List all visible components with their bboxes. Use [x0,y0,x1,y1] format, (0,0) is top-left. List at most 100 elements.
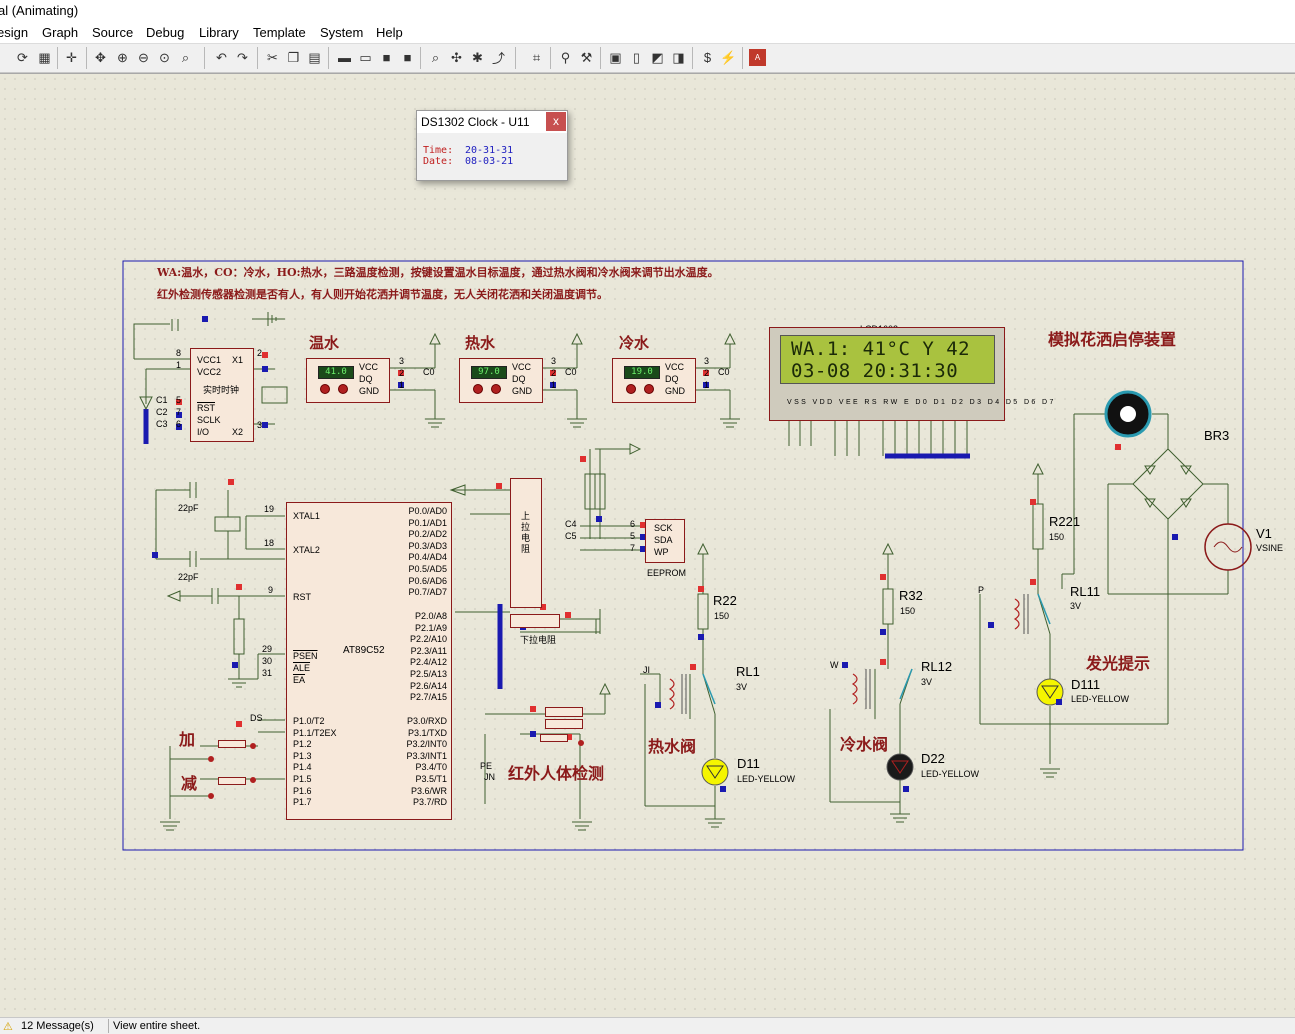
net-label-p: P [978,585,985,595]
sensor-hot[interactable]: 97.0 VCC DQ GND [459,358,543,403]
pin-label: X2 [232,427,244,437]
sensor-increment-button[interactable] [644,384,654,394]
menu-design[interactable]: esign [0,25,29,40]
mcu-chip[interactable]: XTAL1 XTAL2 RST PSEN ALE EA AT89C52 P0.0… [286,502,452,820]
property-tool-icon[interactable]: ⚒ [580,49,593,65]
ares-icon[interactable]: A [749,49,766,66]
zoom-all-icon[interactable]: ⊙ [159,49,170,65]
paste-icon[interactable]: ▤ [308,49,321,65]
ir-sensor-switch[interactable] [540,734,568,742]
schematic-wires [122,260,1252,851]
add-button[interactable] [218,740,246,748]
pin-number: 19 [264,504,275,514]
pin-number: 8 [176,348,182,358]
menu-system[interactable]: System [320,25,364,40]
pin-number: 31 [262,668,273,678]
status-separator [108,1019,109,1033]
new-sheet-icon[interactable]: ▣ [609,49,622,65]
sensor-cold[interactable]: 19.0 VCC DQ GND [612,358,696,403]
pin-label: GND [359,386,379,396]
pin-label: P2.5/A13 [409,668,447,679]
net-label: JN [484,772,495,782]
pin-number: 9 [268,585,274,595]
zoom-out-icon[interactable]: ⊖ [138,49,149,65]
wire-autorouter-icon[interactable]: ⌗ [532,49,541,65]
add-button-label: 加 [179,730,196,749]
electrical-check-icon[interactable]: ⚡ [720,49,737,65]
zoom-in-icon[interactable]: ⊕ [117,49,128,65]
date-value: 08-03-21 [465,156,514,167]
net-label: C3 [156,419,168,429]
pin-label: VCC [359,362,379,372]
ds1302-window-caption[interactable]: DS1302 Clock - U11 x [417,111,567,133]
block-delete-icon[interactable]: ■ [403,50,412,65]
menu-help[interactable]: Help [376,25,403,40]
pin-number: 5 [630,531,636,541]
undo-icon[interactable]: ↶ [216,49,227,65]
pin-label: P1.6 [293,785,312,796]
redo-icon[interactable]: ↷ [237,49,248,65]
make-device-icon[interactable]: ✣ [451,49,462,65]
menu-template[interactable]: Template [253,25,306,40]
exit-parent-icon[interactable]: ◩ [651,49,664,65]
cut-icon[interactable]: ✂ [267,49,278,65]
sensor-warm[interactable]: 41.0 VCC DQ GND [306,358,390,403]
origin-icon[interactable]: ✛ [66,49,77,65]
copy-icon[interactable]: ❐ [287,49,300,65]
remove-sheet-icon[interactable]: ▯ [632,49,641,65]
pin-label: ALE [293,663,311,673]
menu-debug[interactable]: Debug [146,25,185,40]
warning-icon[interactable]: ⚠ [3,1021,13,1033]
pullup-pack[interactable]: 上拉电阻 [510,478,542,608]
sensor-increment-button[interactable] [338,384,348,394]
pan-icon[interactable]: ✥ [95,49,106,65]
pin-label: RST [293,592,311,602]
grid-icon[interactable]: ▦ [38,49,51,65]
zoom-area-icon[interactable]: ⌕ [181,49,190,65]
eeprom-chip[interactable]: SCK SDA WP [645,519,685,563]
search-tag-icon[interactable]: ⚲ [560,49,571,65]
menu-library[interactable]: Library [199,25,239,40]
rl11-value: 3V [1070,601,1082,611]
pin-label: P3.7/RD [412,797,447,808]
block-rotate-icon[interactable]: ■ [382,50,391,65]
goto-sheet-icon[interactable]: ◨ [672,49,685,65]
pin-label: P0.4/AD4 [408,552,447,563]
pin-label: P3.4/T0 [415,762,447,773]
status-hint: View entire sheet. [113,1020,201,1032]
block-copy-icon[interactable]: ▬ [338,50,351,65]
ds1302-clock-window[interactable]: DS1302 Clock - U11 x Time: 20-31-31 Date… [416,110,568,181]
sub-button[interactable] [218,777,246,785]
mcu-name: AT89C52 [343,645,385,656]
menu-graph[interactable]: Graph [42,25,79,40]
menu-source[interactable]: Source [92,25,134,40]
refresh-icon[interactable]: ⟳ [17,49,28,65]
pin-number: 2 [399,368,405,378]
pick-device-icon[interactable]: ⌕ [431,49,440,65]
net-label: C0 [423,367,435,377]
ir-resistor-2[interactable] [545,719,583,729]
decompose-icon[interactable]: ⤴ [491,51,505,66]
sensor-decrement-button[interactable] [626,384,636,394]
rtc-chip[interactable]: VCC1 VCC2 X1 实时时钟 RST SCLK I/O X2 [190,348,254,442]
block-move-icon[interactable]: ▭ [359,49,372,65]
pin-label: XTAL2 [293,545,320,555]
ir-resistor-1[interactable] [545,707,583,717]
pin-label: RST [197,403,215,413]
pin-label: P2.7/A15 [409,692,447,703]
sensor-decrement-button[interactable] [473,384,483,394]
pin-label: SDA [654,535,673,545]
sensor-decrement-button[interactable] [320,384,330,394]
message-count[interactable]: 12 Message(s) [21,1020,94,1032]
toolbar-separator [550,47,551,69]
packaging-icon[interactable]: ✱ [472,49,483,65]
sensor-increment-button[interactable] [491,384,501,394]
close-icon[interactable]: x [546,112,566,131]
schematic-canvas[interactable]: WA:温水，CO：冷水，HO:热水，三路温度检测，按键设置温水目标温度，通过热水… [0,73,1295,1017]
pulldown-pack[interactable] [510,614,560,628]
header-line-1: WA:温水，CO：冷水，HO:热水，三路温度检测，按键设置温水目标温度，通过热水… [157,266,719,279]
bill-of-materials-icon[interactable]: $ [703,50,712,65]
pin-number: 7 [630,543,636,553]
pin-label: P0.6/AD6 [408,575,447,586]
pin-label: P0.1/AD1 [408,517,447,528]
